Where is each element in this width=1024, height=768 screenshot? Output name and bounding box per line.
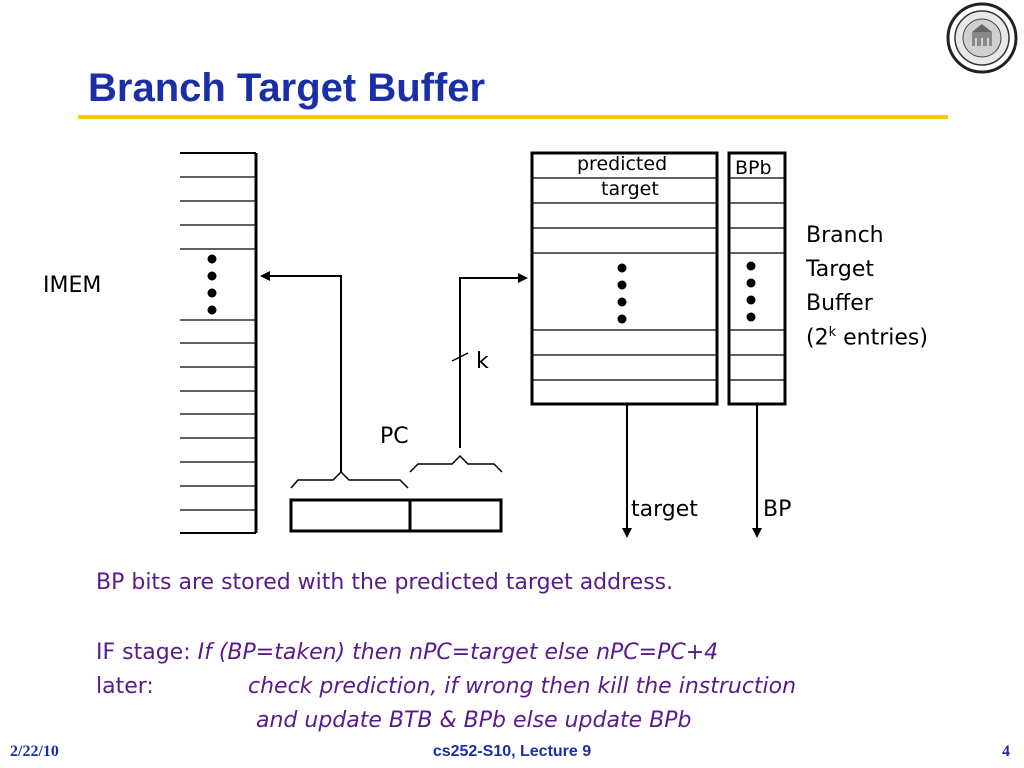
btb-target-ellipsis [617, 263, 627, 324]
slide-title: Branch Target Buffer [88, 66, 486, 110]
imem-label: IMEM [43, 273, 102, 298]
k-width-tick [451, 352, 469, 362]
pc-register [289, 498, 503, 533]
pc-index-bits-brace [409, 454, 503, 473]
btb-description-line3: Buffer [806, 291, 873, 316]
btb-description-line2: Target [806, 257, 875, 282]
footer-course: cs252-S10, Lecture 9 [432, 743, 592, 760]
later-rule-line2: and update BTB & BPb else update BPb [256, 708, 692, 733]
btb-description-line4: (2k entries) [806, 325, 928, 351]
btb-bpb-table [727, 151, 787, 406]
footer-date: 2/22/10 [10, 743, 59, 760]
pc-label: PC [380, 424, 409, 449]
pc-index-to-btb-arrow [459, 273, 528, 448]
target-output-label: target [631, 497, 698, 522]
later-rule-line1: check prediction, if wrong then kill the… [248, 674, 797, 699]
imem-ellipsis [207, 254, 217, 315]
btb-target-table [530, 151, 719, 406]
title-divider [78, 115, 948, 119]
pc-to-imem-arrow [260, 271, 342, 472]
pc-high-bits-brace [290, 470, 409, 489]
btb-header-bpb: BPb [735, 157, 772, 179]
footer-page-number: 4 [1002, 743, 1010, 760]
btb-header-predicted: predicted [577, 153, 668, 175]
btb-bpb-ellipsis [746, 261, 756, 322]
university-seal-logo [946, 2, 1018, 74]
btb-header-target: target [601, 178, 659, 200]
k-label: k [476, 349, 489, 374]
if-stage-line: IF stage: If (BP=taken) then nPC=target … [96, 640, 718, 665]
later-label: later: [96, 674, 154, 699]
if-stage-label: IF stage: [96, 640, 198, 665]
btb-description-line1: Branch [806, 223, 884, 248]
if-stage-rule: If (BP=taken) then nPC=target else nPC=P… [197, 640, 719, 665]
bp-storage-note: BP bits are stored with the predicted ta… [96, 570, 674, 595]
bp-output-label: BP [763, 497, 792, 522]
imem-block [180, 152, 258, 534]
